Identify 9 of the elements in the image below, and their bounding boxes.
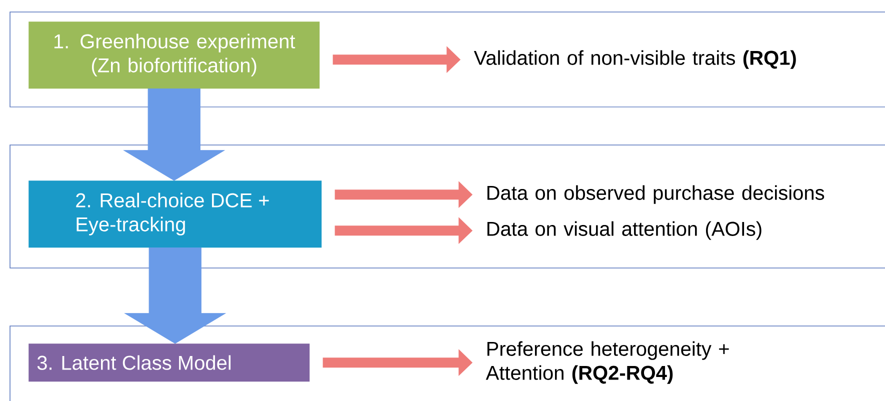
outcome-text: Data on visual attention (AOIs) [487, 221, 762, 240]
step-box: 3. Latent Class Model [28, 344, 310, 382]
outcome-text: Validation of non-visible traits (RQ1) [474, 50, 796, 69]
outcome-text: Data on observed purchase decisions [487, 185, 824, 204]
outcome-text: Preference heterogeneity + Attention (RQ2-RQ4) [486, 341, 729, 384]
block-arrow [123, 88, 226, 181]
step-box: 1. Greenhouse experiment (Zn biofortification) [28, 22, 320, 89]
block-arrow [124, 247, 226, 344]
step-box: 2. Real-choice DCE + Eye-tracking [28, 180, 322, 248]
